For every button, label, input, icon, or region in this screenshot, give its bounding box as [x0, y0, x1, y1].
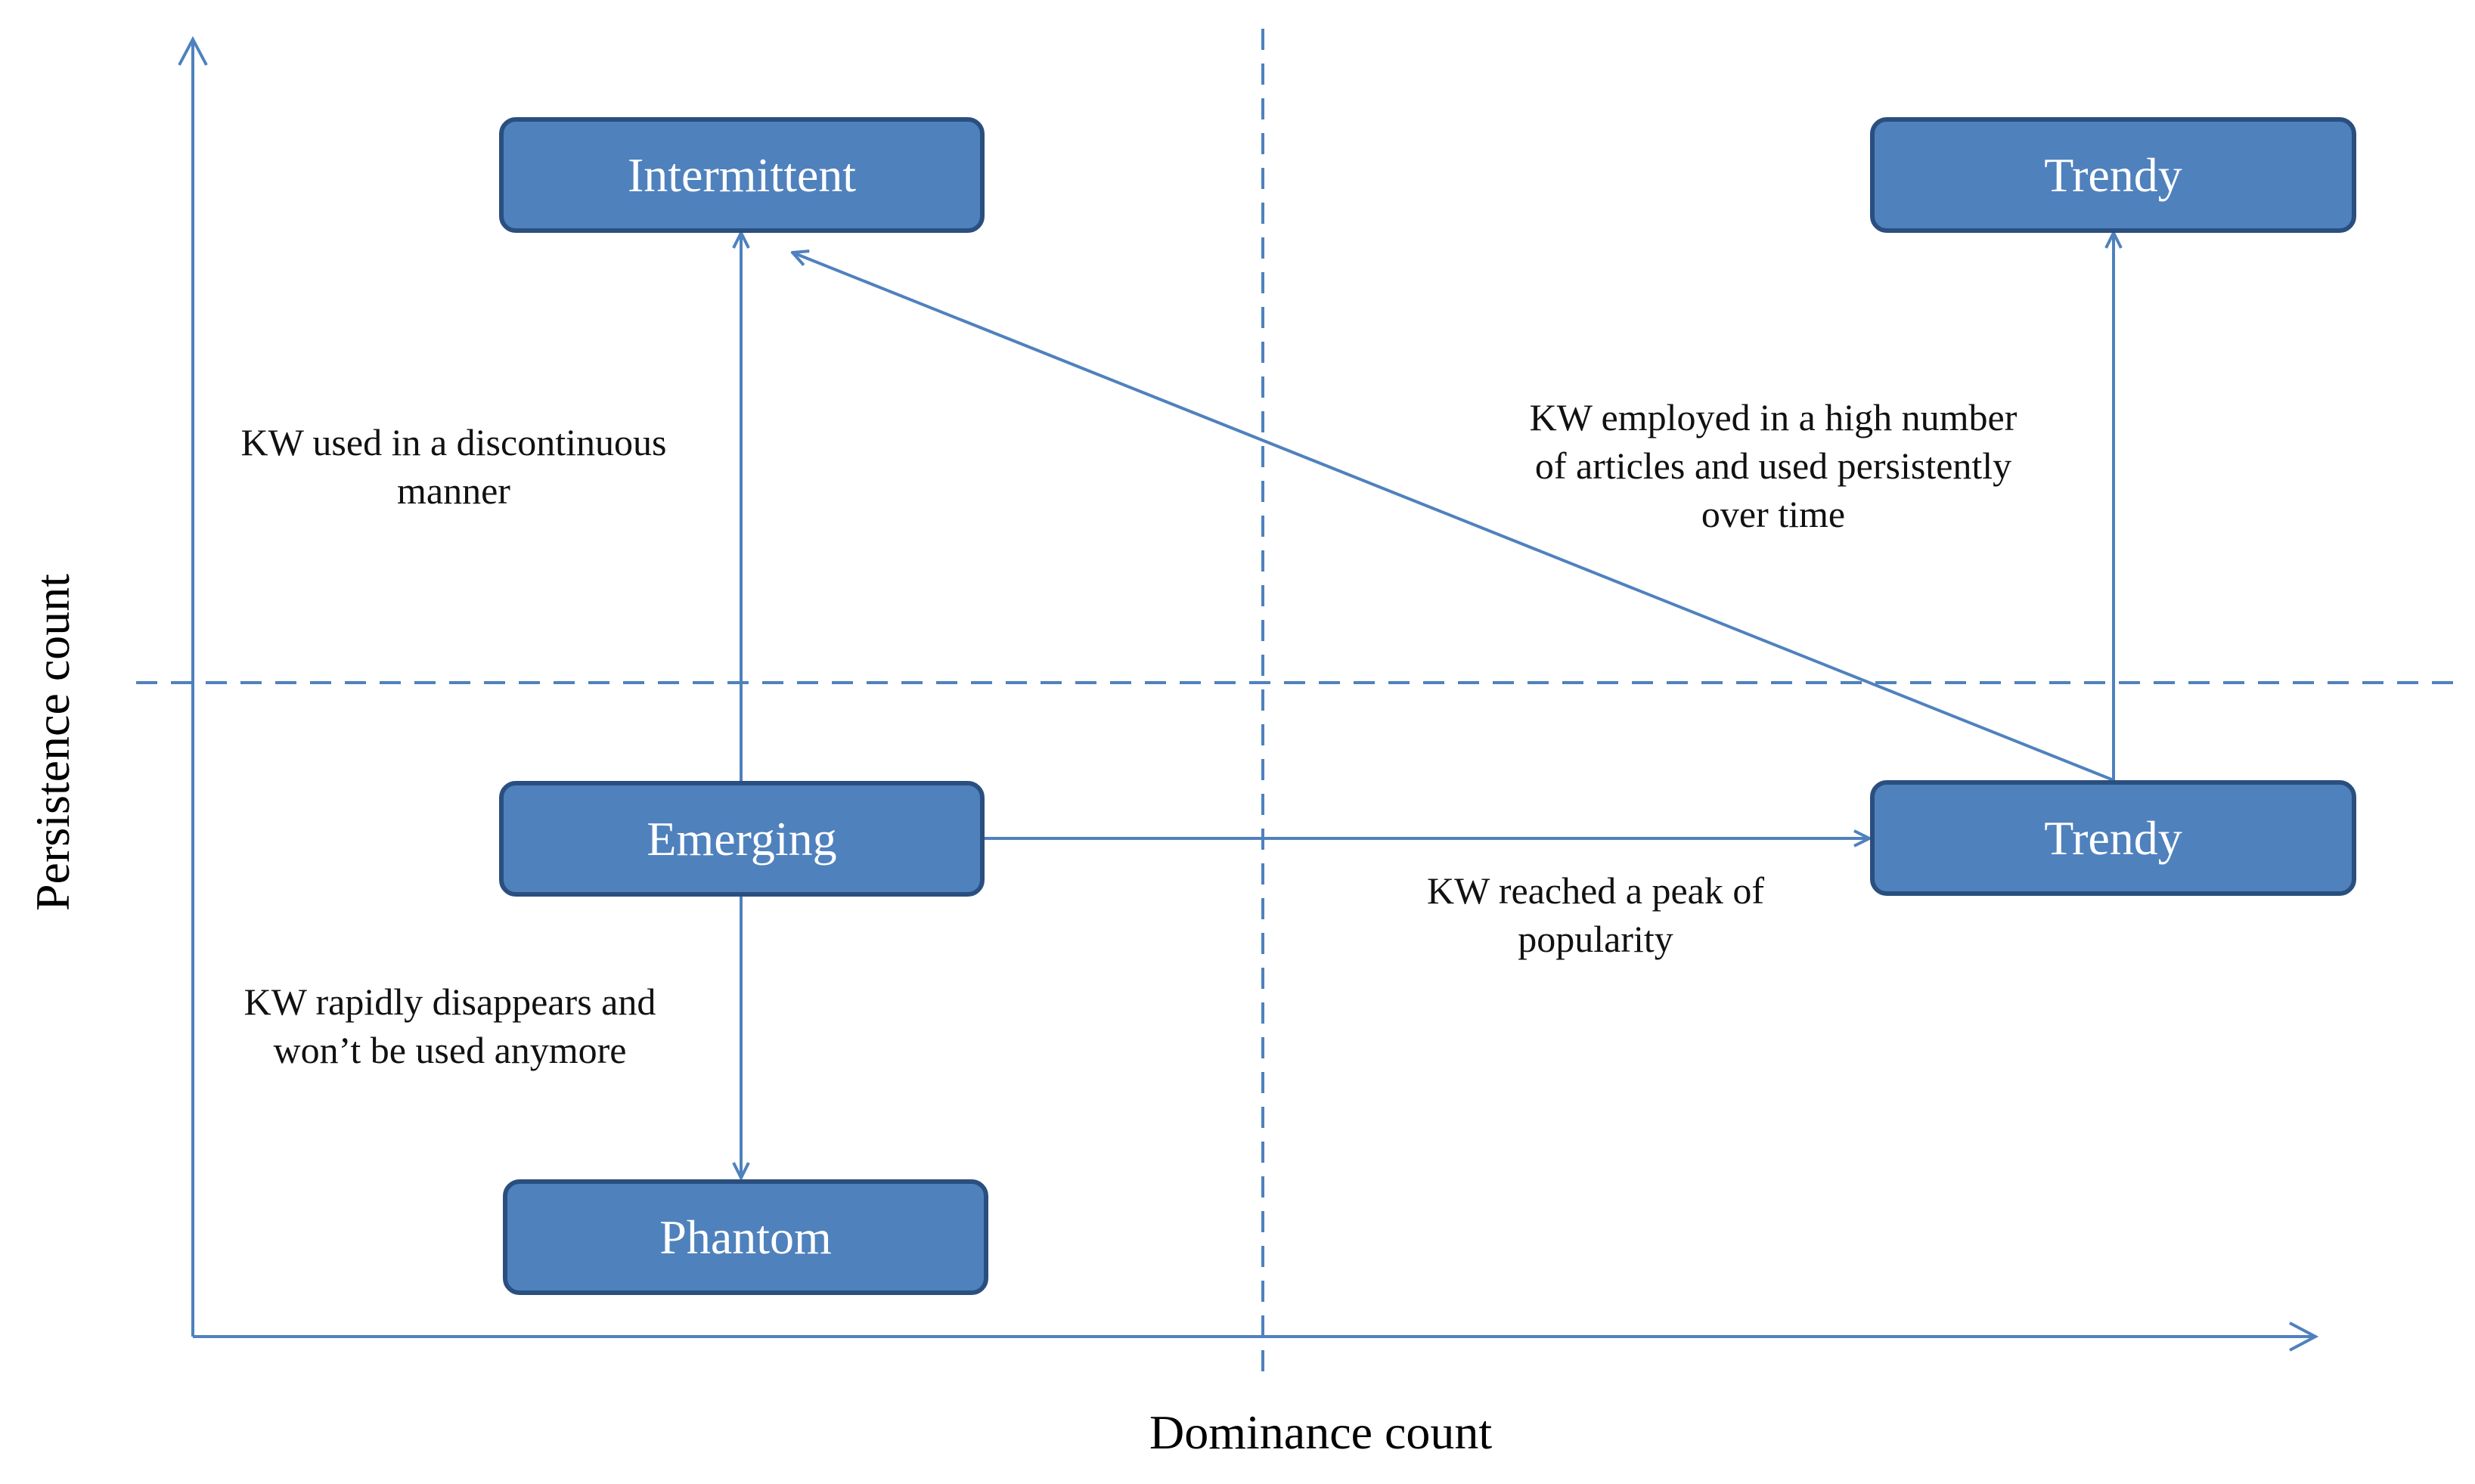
node-intermittent: Intermittent [499, 117, 985, 233]
x-axis-label: Dominance count [1149, 1405, 1493, 1459]
node-trendy-mid: Trendy [1870, 780, 2356, 896]
note-peak: KW reached a peak of popularity [1426, 869, 1765, 960]
note-high-number: KW employed in a high number of articles… [1529, 396, 2018, 535]
arrow-trendy-to-intermittent [792, 252, 2114, 782]
node-emerging: Emerging [499, 781, 985, 897]
note-disappears: KW rapidly disappears and won’t be used … [243, 981, 656, 1071]
note-discontinuous: KW used in a discontinuous manner [240, 421, 667, 512]
node-trendy-top: Trendy [1870, 117, 2356, 233]
y-axis-label: Persistence count [26, 573, 79, 912]
node-phantom: Phantom [503, 1179, 988, 1295]
